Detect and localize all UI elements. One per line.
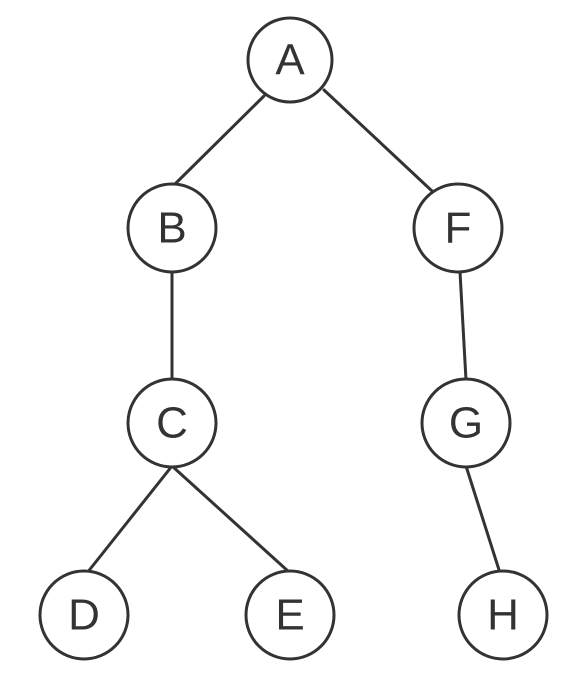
node-a-circle [246, 16, 334, 104]
node-d-label: D [68, 591, 100, 640]
node-f-circle [412, 182, 504, 274]
node-e-label: E [275, 591, 304, 640]
node-b-circle [126, 182, 218, 274]
edge-c-d [85, 464, 174, 575]
node-f: F [412, 182, 504, 274]
node-h-label: H [487, 591, 519, 640]
node-e: E [244, 569, 336, 661]
node-h: H [457, 569, 549, 661]
node-a: A [246, 16, 334, 104]
edge-g-h [464, 464, 502, 575]
node-c-circle [126, 377, 218, 469]
node-c: C [126, 377, 218, 469]
node-d: D [38, 569, 130, 661]
edge-a-b [172, 94, 266, 187]
node-g: G [420, 377, 512, 469]
edge-f-g [458, 270, 468, 382]
edge-a-f [322, 88, 434, 193]
edges-layer [85, 88, 502, 575]
node-b: B [126, 182, 218, 274]
node-a-label: A [275, 36, 305, 85]
node-g-label: G [449, 399, 483, 448]
node-h-circle [457, 569, 549, 661]
node-e-circle [244, 569, 336, 661]
node-g-circle [420, 377, 512, 469]
nodes-layer: A B F C G D E H [38, 16, 549, 661]
node-b-label: B [157, 204, 186, 253]
node-c-label: C [156, 399, 188, 448]
node-d-circle [38, 569, 130, 661]
node-f-label: F [445, 204, 472, 253]
edge-c-e [170, 464, 291, 574]
